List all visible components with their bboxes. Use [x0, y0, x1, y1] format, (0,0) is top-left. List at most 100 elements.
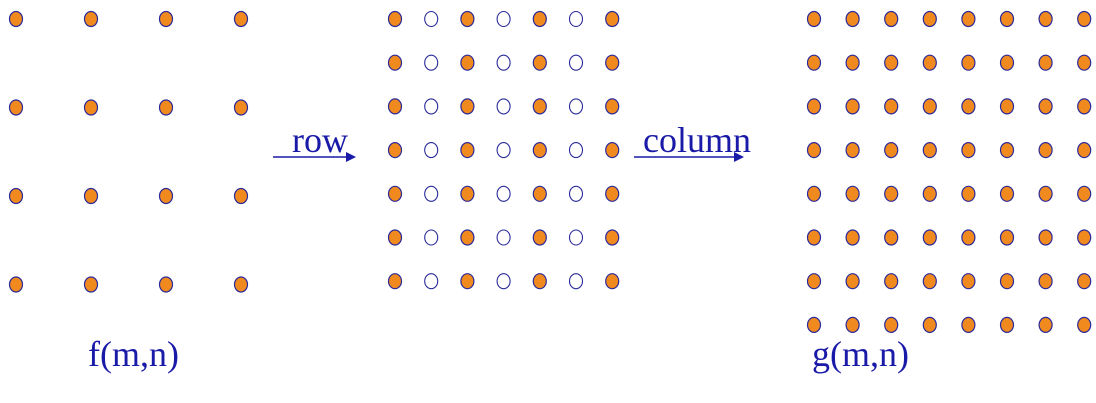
intermediate-empty-dot: [568, 229, 584, 246]
output-sample-dot: [1077, 10, 1092, 28]
output-sample-dot: [1077, 316, 1092, 333]
intermediate-sample-dot: [387, 229, 403, 246]
intermediate-sample-dot: [387, 273, 403, 290]
intermediate-sample-dot: [532, 185, 547, 202]
intermediate-empty-dot: [424, 54, 439, 71]
output-sample-dot: [1038, 273, 1053, 290]
output-sample-dot: [999, 185, 1015, 202]
output-sample-dot: [884, 98, 899, 115]
output-sample-dot: [961, 142, 976, 159]
output-sample-dot: [884, 229, 899, 246]
column-arrow: [634, 152, 744, 162]
output-sample-dot: [845, 54, 860, 71]
intermediate-sample-dot: [605, 273, 620, 290]
output-sample-dot: [845, 98, 860, 115]
output-sample-dot: [999, 273, 1015, 290]
output-sample-dot: [922, 316, 937, 333]
input-sample-dot: [158, 10, 174, 28]
intermediate-sample-dot: [460, 54, 475, 71]
intermediate-empty-dot: [424, 98, 439, 115]
output-sample-dot: [961, 185, 976, 202]
input-sample-dot: [8, 10, 24, 28]
output-sample-dot: [806, 229, 822, 246]
output-sample-dot: [884, 316, 899, 333]
intermediate-empty-dot: [424, 273, 439, 290]
input-sample-dot: [233, 276, 249, 293]
output-sample-dot: [922, 10, 937, 28]
input-sample-dot: [233, 187, 249, 205]
output-sample-dot: [922, 98, 937, 115]
intermediate-sample-dot: [532, 142, 547, 159]
output-sample-dot: [922, 54, 937, 71]
output-sample-dot: [1038, 98, 1053, 115]
intermediate-sample-dot: [460, 273, 475, 290]
input-sample-dot: [83, 276, 99, 293]
intermediate-sample-dot: [532, 229, 547, 246]
output-sample-dot: [884, 10, 899, 28]
output-signal-label: g(m,n): [812, 334, 909, 374]
input-signal-label: f(m,n): [88, 334, 179, 374]
intermediate-sample-dot: [532, 98, 547, 115]
output-sample-dot: [961, 54, 976, 71]
intermediate-sample-dot: [605, 142, 620, 159]
input-sample-grid: [8, 10, 249, 293]
output-sample-dot: [806, 98, 822, 115]
column-step-label: column: [643, 120, 751, 160]
output-sample-dot: [961, 316, 976, 333]
output-sample-dot: [845, 10, 860, 28]
output-sample-dot: [922, 185, 937, 202]
intermediate-empty-dot: [568, 10, 584, 28]
input-sample-dot: [158, 276, 174, 293]
input-sample-dot: [83, 10, 99, 28]
output-sample-dot: [1038, 142, 1053, 159]
output-sample-dot: [884, 142, 899, 159]
output-sample-dot: [845, 273, 860, 290]
input-sample-dot: [8, 276, 24, 293]
output-sample-dot: [845, 185, 860, 202]
intermediate-sample-dot: [387, 142, 403, 159]
row-step-label: row: [292, 120, 348, 160]
output-sample-dot: [806, 273, 822, 290]
intermediate-sample-dot: [605, 10, 620, 28]
output-sample-dot: [999, 10, 1015, 28]
output-sample-dot: [922, 229, 937, 246]
intermediate-sample-dot: [532, 273, 547, 290]
intermediate-sample-dot: [532, 10, 547, 28]
intermediate-sample-dot: [387, 185, 403, 202]
output-sample-dot: [845, 142, 860, 159]
output-sample-grid: [806, 10, 1092, 333]
intermediate-sample-dot: [605, 54, 620, 71]
input-sample-dot: [8, 99, 24, 116]
intermediate-sample-dot: [387, 54, 403, 71]
intermediate-empty-dot: [424, 142, 439, 159]
row-arrow: [273, 152, 356, 162]
output-sample-dot: [1077, 229, 1092, 246]
output-sample-dot: [999, 54, 1015, 71]
input-sample-dot: [83, 99, 99, 116]
output-sample-dot: [806, 185, 822, 202]
output-sample-dot: [806, 142, 822, 159]
intermediate-empty-dot: [424, 229, 439, 246]
intermediate-empty-dot: [568, 54, 584, 71]
output-sample-dot: [961, 229, 976, 246]
intermediate-empty-dot: [496, 185, 511, 202]
output-sample-dot: [1038, 185, 1053, 202]
output-sample-dot: [1077, 142, 1092, 159]
intermediate-empty-dot: [496, 54, 511, 71]
intermediate-sample-dot: [605, 98, 620, 115]
output-sample-dot: [999, 316, 1015, 333]
intermediate-sample-dot: [387, 98, 403, 115]
output-sample-dot: [1038, 316, 1053, 333]
intermediate-empty-dot: [496, 142, 511, 159]
output-sample-dot: [961, 10, 976, 28]
output-sample-dot: [999, 142, 1015, 159]
intermediate-empty-dot: [496, 98, 511, 115]
intermediate-empty-dot: [424, 10, 439, 28]
output-sample-dot: [999, 98, 1015, 115]
intermediate-empty-dot: [568, 98, 584, 115]
output-sample-dot: [1038, 10, 1053, 28]
output-sample-dot: [1038, 54, 1053, 71]
intermediate-empty-dot: [568, 185, 584, 202]
